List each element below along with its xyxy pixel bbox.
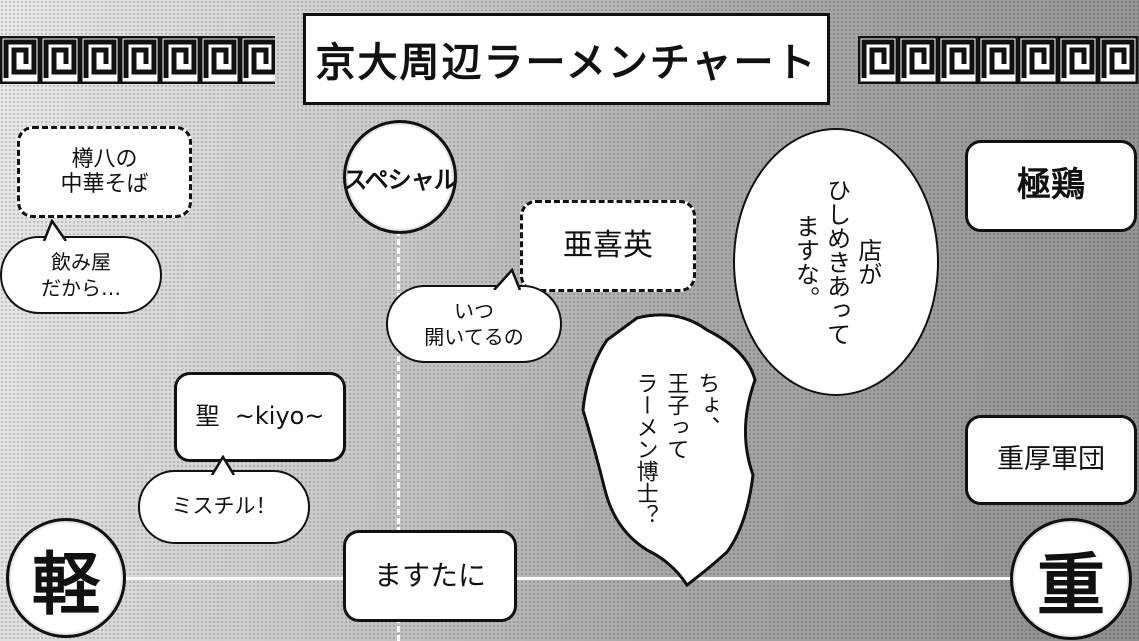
horizontal-axis-line	[110, 577, 1040, 580]
greek-key-ornament-right	[858, 36, 1139, 84]
axis-label-heavy: 重	[1010, 518, 1132, 640]
speech-bubble-nomiya: 飲み屋 だから…	[0, 236, 162, 314]
axis-label-special: スペシャル	[343, 120, 458, 234]
shop-label-gokudori[interactable]: 極鶏	[965, 140, 1137, 232]
shop-label-masutani[interactable]: ますたに	[343, 530, 517, 622]
speech-bubble-itsu: いつ 開いてるの	[386, 285, 562, 363]
greek-key-ornament-left	[0, 36, 275, 84]
shop-label-juukou[interactable]: 重厚軍団	[965, 415, 1137, 505]
shop-label-akiei[interactable]: 亜喜英	[520, 200, 696, 292]
speech-bubble-mise: 店が ひしめきあって ますな。	[733, 128, 939, 396]
speech-bubble-misuchiru: ミスチル！	[138, 470, 310, 544]
speech-tail-misuchiru	[210, 455, 236, 475]
shop-label-kiyo[interactable]: 聖 ~kiyo~	[174, 372, 346, 462]
speech-tail-itsu	[493, 268, 522, 290]
spiky-bubble-shape	[581, 313, 757, 588]
axis-label-light: 軽	[6, 518, 126, 638]
speech-tail-nomiya	[42, 219, 68, 241]
speech-bubble-chotto: ちょ、 王子って ラーメン博士？	[632, 372, 720, 526]
vertical-axis-line	[397, 230, 400, 641]
chart-title: 京大周辺ラーメンチャート	[303, 13, 830, 105]
shop-label-taruhachi[interactable]: 樽八の 中華そば	[17, 126, 192, 218]
